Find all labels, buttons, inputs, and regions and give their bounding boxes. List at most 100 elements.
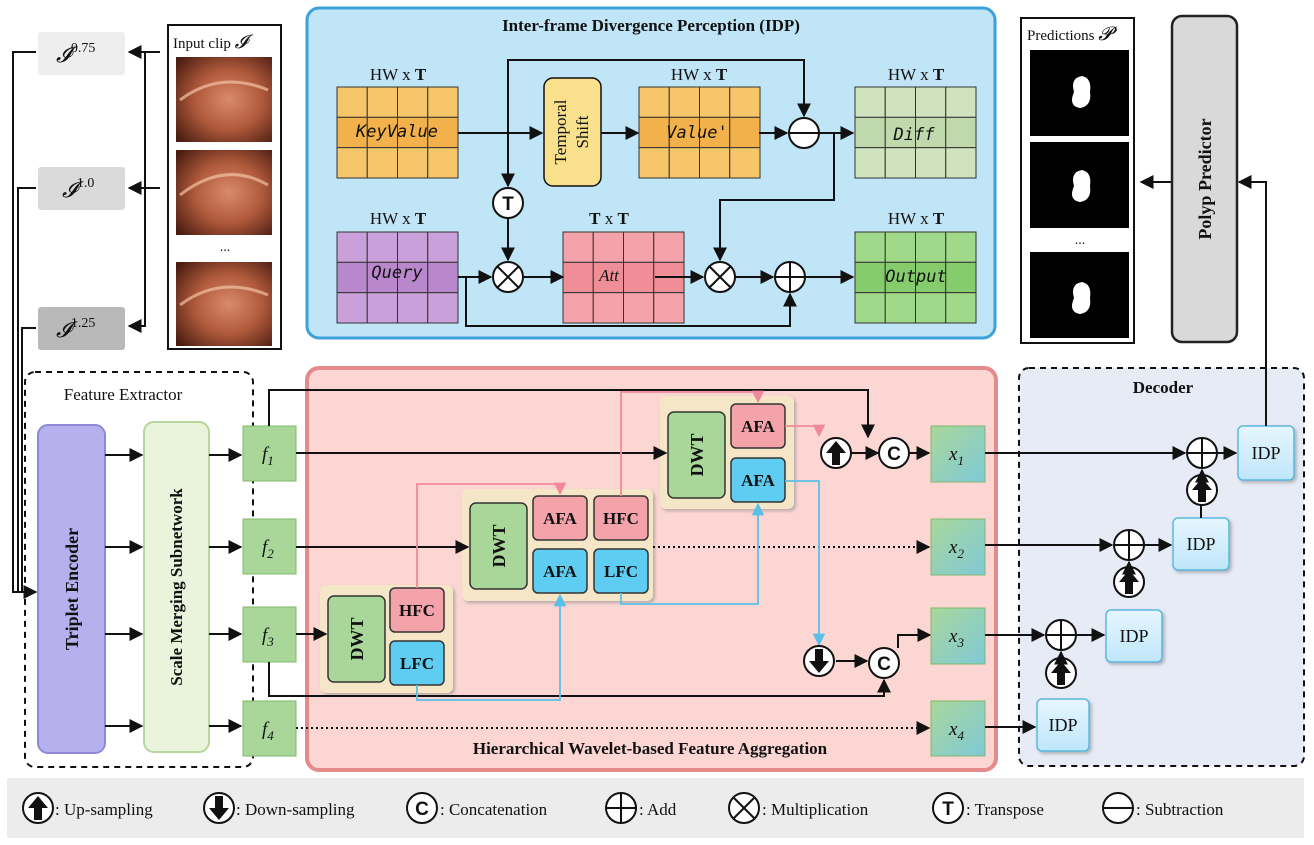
svg-text:: Subtraction: : Subtraction xyxy=(1136,800,1224,819)
matrix-cell xyxy=(366,147,398,179)
afa-block-1b: AFA xyxy=(730,457,786,503)
hwfa-arrows-blue xyxy=(416,480,826,701)
input-frame-1 xyxy=(176,57,272,142)
matrix-cell xyxy=(592,292,624,324)
legend-down-sampling: : Down-sampling xyxy=(203,792,355,824)
matrix-cell xyxy=(427,231,459,263)
matrix-cell xyxy=(336,147,368,179)
matrix-cell xyxy=(884,147,916,179)
hwfa-arrows-pink xyxy=(416,390,826,588)
svg-text:T: T xyxy=(942,799,954,820)
svg-text:HFC: HFC xyxy=(399,601,435,620)
matrix-cell xyxy=(638,147,670,179)
svg-text:T: T xyxy=(502,194,514,215)
svg-text:Polyp Predictor: Polyp Predictor xyxy=(1195,118,1215,239)
scale-box-10: 𝓘1.0 xyxy=(38,167,125,210)
hw-label-output: HW x T xyxy=(888,209,945,228)
lfc-block-2: LFC xyxy=(593,548,649,594)
temporal-shift-block: Temporal Shift xyxy=(543,77,602,187)
hw-label-value: HW x T xyxy=(671,65,728,84)
matrix-cell xyxy=(366,231,398,263)
add-op-idp xyxy=(774,261,806,293)
decoder-title: Decoder xyxy=(1133,378,1194,397)
dwt-block-2: DWT xyxy=(469,502,528,590)
predictions-label: Predictions 𝓟 xyxy=(1027,24,1117,45)
idp-block-3: IDP xyxy=(1105,609,1163,663)
hwfa-title: Hierarchical Wavelet-based Feature Aggre… xyxy=(473,739,828,758)
svg-text:Triplet Encoder: Triplet Encoder xyxy=(62,528,82,650)
svg-text:IDP: IDP xyxy=(1048,715,1077,735)
output-x4: x4 xyxy=(930,700,986,757)
matrix-cell xyxy=(854,116,886,149)
feature-f2: f2 xyxy=(242,518,297,575)
matrix-cell xyxy=(336,86,368,118)
dwt-block-1: DWT xyxy=(667,411,726,499)
output-matrix xyxy=(854,231,977,324)
idp-block-4: IDP xyxy=(1036,698,1090,752)
matrix-cell xyxy=(336,292,368,324)
svg-text:: Transpose: : Transpose xyxy=(966,800,1044,819)
value-prime-label: Value' xyxy=(666,123,727,143)
matrix-cell xyxy=(729,116,761,149)
output-x2: x2 xyxy=(930,518,986,576)
add-op-dec-3 xyxy=(1045,619,1077,651)
add-op-dec-2 xyxy=(1113,529,1145,561)
matrix-cell xyxy=(945,292,977,324)
prediction-mask-2 xyxy=(1030,142,1129,228)
svg-text:x4: x4 xyxy=(948,719,964,743)
lfc-block-3: LFC xyxy=(389,640,445,686)
matrix-cell xyxy=(427,147,459,179)
svg-text:IDP: IDP xyxy=(1251,443,1280,463)
matrix-cell xyxy=(623,292,655,324)
svg-text:C: C xyxy=(887,444,901,465)
idp-arrows xyxy=(458,59,855,327)
keyvalue-matrix xyxy=(336,86,459,179)
svg-text:LFC: LFC xyxy=(400,654,434,673)
svg-text:AFA: AFA xyxy=(543,562,577,581)
scale-merging-subnetwork: Scale Merging Subnetwork xyxy=(143,421,210,753)
matrix-cell xyxy=(366,261,398,294)
add-op-dec-1 xyxy=(1186,437,1218,469)
svg-text:AFA: AFA xyxy=(543,509,577,528)
transpose-icon xyxy=(932,792,964,824)
legend-concatenation: C : Concatenation xyxy=(406,792,548,824)
prediction-mask-3 xyxy=(1030,252,1129,338)
encoder-to-merging-arrows xyxy=(105,448,243,733)
idp-block-1: IDP xyxy=(1237,425,1295,481)
matrix-cell xyxy=(366,292,398,324)
legend-up-sampling: : Up-sampling xyxy=(22,792,153,824)
matrix-cell xyxy=(854,231,886,263)
hwfa-arrows-dotted xyxy=(296,540,931,735)
matrix-cell xyxy=(729,147,761,179)
matrix-cell xyxy=(653,292,685,324)
polyp-predictor: Polyp Predictor xyxy=(1170,14,1239,344)
svg-text:f2: f2 xyxy=(262,537,274,561)
matrix-cell xyxy=(336,261,368,294)
svg-text:: Up-sampling: : Up-sampling xyxy=(55,800,153,819)
att-label: Att xyxy=(598,266,620,285)
output-x1: x1 xyxy=(930,425,986,483)
hw-label-diff: HW x T xyxy=(888,65,945,84)
up-sampling-op-dec-3 xyxy=(1045,657,1077,689)
matrix-cell xyxy=(668,147,700,179)
matrix-cell xyxy=(638,116,670,149)
matrix-cell xyxy=(884,261,916,294)
svg-text:HFC: HFC xyxy=(603,509,639,528)
matrix-cell xyxy=(397,116,429,149)
svg-text:DWT: DWT xyxy=(489,524,509,567)
afa-block-2b: AFA xyxy=(532,548,588,594)
hfc-block-3: HFC xyxy=(389,587,445,633)
svg-text:: Concatenation: : Concatenation xyxy=(440,800,548,819)
input-frame-3 xyxy=(176,262,272,346)
matrix-cell xyxy=(397,86,429,118)
diff-label: Diff xyxy=(893,125,936,145)
matrix-cell xyxy=(915,231,947,263)
up-sampling-icon xyxy=(28,796,48,820)
hfc-block-2: HFC xyxy=(593,495,649,541)
hw-label-query: HW x T xyxy=(370,209,427,228)
legend-subtraction: : Subtraction xyxy=(1102,792,1224,824)
legend-multiplication: : Multiplication xyxy=(728,792,869,824)
svg-text:C: C xyxy=(415,799,429,820)
afa-block-2a: AFA xyxy=(532,495,588,541)
